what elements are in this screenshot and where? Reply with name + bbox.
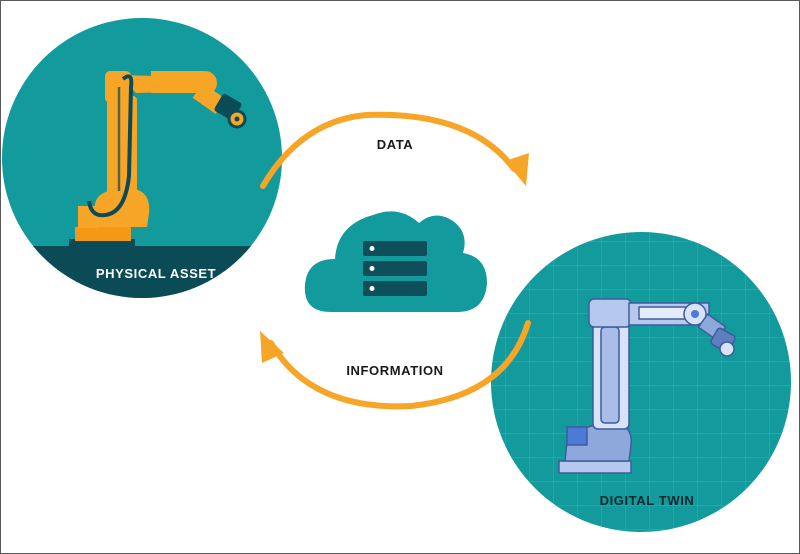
data-arrowhead-icon [505, 153, 529, 186]
physical-robot-arm-icon [69, 71, 247, 248]
physical-asset-label: PHYSICAL ASSET [96, 266, 216, 281]
physical-asset-node: PHYSICAL ASSET [2, 18, 282, 298]
digital-twin-robot-arm-icon [558, 298, 736, 474]
server-rack-icon [363, 241, 427, 296]
data-flow-label: DATA [377, 137, 414, 152]
data-arrow-arc [260, 111, 517, 189]
information-arrowhead-icon [260, 331, 284, 363]
information-flow-label: INFORMATION [346, 363, 443, 378]
cloud-server-icon [304, 211, 487, 312]
data-flow-arrow: DATA [260, 111, 529, 189]
digital-twin-grid [491, 232, 791, 532]
information-flow-arrow: INFORMATION [260, 320, 531, 410]
information-arrow-arc [268, 320, 531, 410]
digital-twin-node: DIGITAL TWIN [491, 232, 791, 532]
digital-twin-label: DIGITAL TWIN [600, 493, 695, 508]
